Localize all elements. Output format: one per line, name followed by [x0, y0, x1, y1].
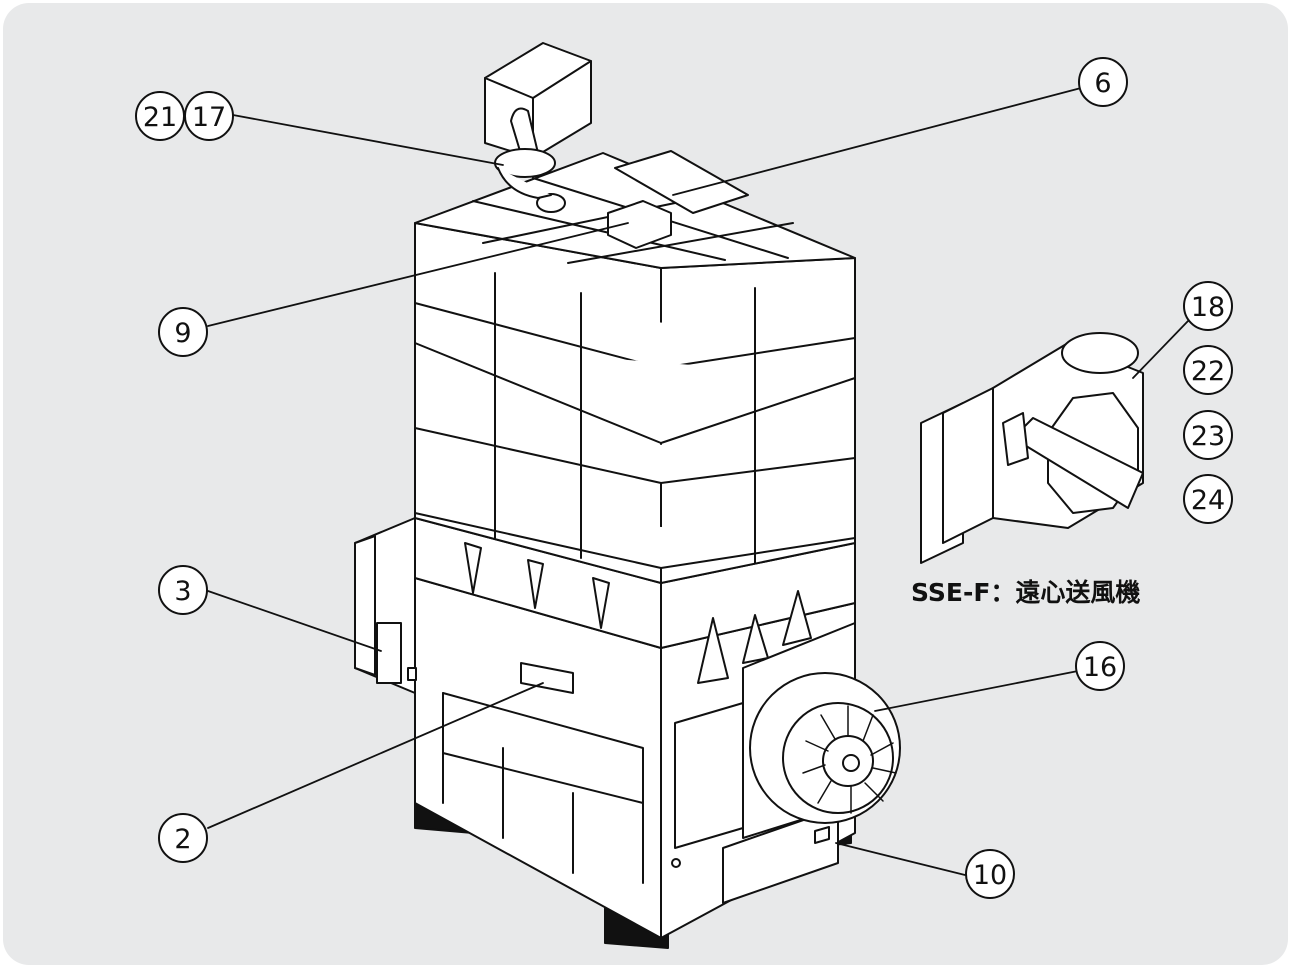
inset-fan-motor	[1002, 412, 1029, 466]
callout-circle	[1183, 345, 1233, 395]
callout-circle	[1075, 641, 1125, 691]
callout-circle	[158, 307, 208, 357]
dryer-machine-drawing	[354, 42, 901, 949]
callout-17: 17	[184, 91, 234, 141]
leader-lines	[207, 87, 1189, 876]
callout-label: 16	[1083, 652, 1117, 683]
hopper-triangle	[782, 590, 812, 646]
callout-circle	[965, 849, 1015, 899]
leader-3	[207, 590, 382, 652]
callout-label: 6	[1094, 68, 1111, 99]
callout-circle	[158, 813, 208, 863]
spreader-body	[497, 167, 552, 199]
tier-band	[414, 427, 856, 484]
callout-circle	[184, 91, 234, 141]
base-panel-line	[442, 752, 644, 804]
callout-label: 18	[1191, 292, 1225, 323]
inset-fan-belt-cover	[1012, 417, 1144, 509]
callout-label: 9	[174, 318, 191, 349]
callout-label: 2	[174, 824, 191, 855]
side-control-box-front	[354, 535, 376, 676]
hopper-funnel	[527, 559, 544, 609]
callout-21: 21	[135, 91, 185, 141]
side-box-label	[376, 622, 402, 684]
callout-3: 3	[158, 565, 208, 615]
motor-housing-small	[814, 826, 830, 844]
hopper-triangle	[742, 614, 769, 664]
inset-caption: SSE-F：遠心送風機	[911, 578, 1140, 607]
callout-circle	[1183, 281, 1233, 331]
callout-18: 18	[1183, 281, 1233, 331]
elevator-pipe	[510, 107, 539, 162]
inset-fan-top-flange	[1061, 332, 1139, 374]
leader-21-17	[232, 114, 504, 166]
elevator-head	[484, 42, 592, 159]
hopper-funnel	[464, 542, 482, 594]
callout-2: 2	[158, 813, 208, 863]
dryer-diagram: 21 17 6 9 18 22 23 24 3 16 2 10	[135, 42, 1233, 949]
callout-label: 22	[1191, 356, 1225, 387]
base-nameplate	[520, 662, 574, 694]
callout-circle	[1183, 410, 1233, 460]
leader-10	[835, 842, 966, 876]
hopper-triangle	[697, 617, 729, 684]
callout-label: 23	[1191, 421, 1225, 452]
callout-6: 6	[1078, 57, 1128, 107]
centrifugal-fan-inset	[920, 332, 1144, 564]
fan-housing-side	[674, 702, 744, 849]
base-panel-line	[442, 692, 644, 884]
roof-seam	[567, 222, 794, 264]
fan-hub	[842, 754, 860, 772]
callout-23: 23	[1183, 410, 1233, 460]
callout-circle	[158, 565, 208, 615]
roof-hatch	[614, 150, 749, 214]
callout-label: 3	[174, 576, 191, 607]
inset-fan-mount-front	[942, 387, 994, 544]
tier-band	[414, 342, 856, 444]
callout-label: 24	[1191, 485, 1225, 516]
diagram-frame: 21 17 6 9 18 22 23 24 3 16 2 10	[3, 3, 1288, 965]
hopper-funnel	[592, 577, 610, 629]
leader-6	[672, 87, 1082, 196]
callout-circle	[1078, 57, 1128, 107]
leader-9	[207, 222, 629, 327]
callout-label: 10	[973, 860, 1007, 891]
callout-22: 22	[1183, 345, 1233, 395]
callout-label: 21	[143, 102, 177, 133]
callout-10: 10	[965, 849, 1015, 899]
leader-2	[207, 682, 544, 829]
leader-18	[1132, 320, 1189, 379]
callout-16: 16	[1075, 641, 1125, 691]
callout-9: 9	[158, 307, 208, 357]
callout-circle	[1183, 474, 1233, 524]
tier-band	[414, 512, 856, 569]
roof-sensor-box	[607, 200, 672, 249]
fan-spokes	[802, 705, 897, 814]
callout-24: 24	[1183, 474, 1233, 524]
leader-16	[874, 670, 1079, 712]
callout-label: 17	[192, 102, 226, 133]
side-box-latch	[407, 667, 417, 681]
drain-hole	[671, 858, 681, 868]
